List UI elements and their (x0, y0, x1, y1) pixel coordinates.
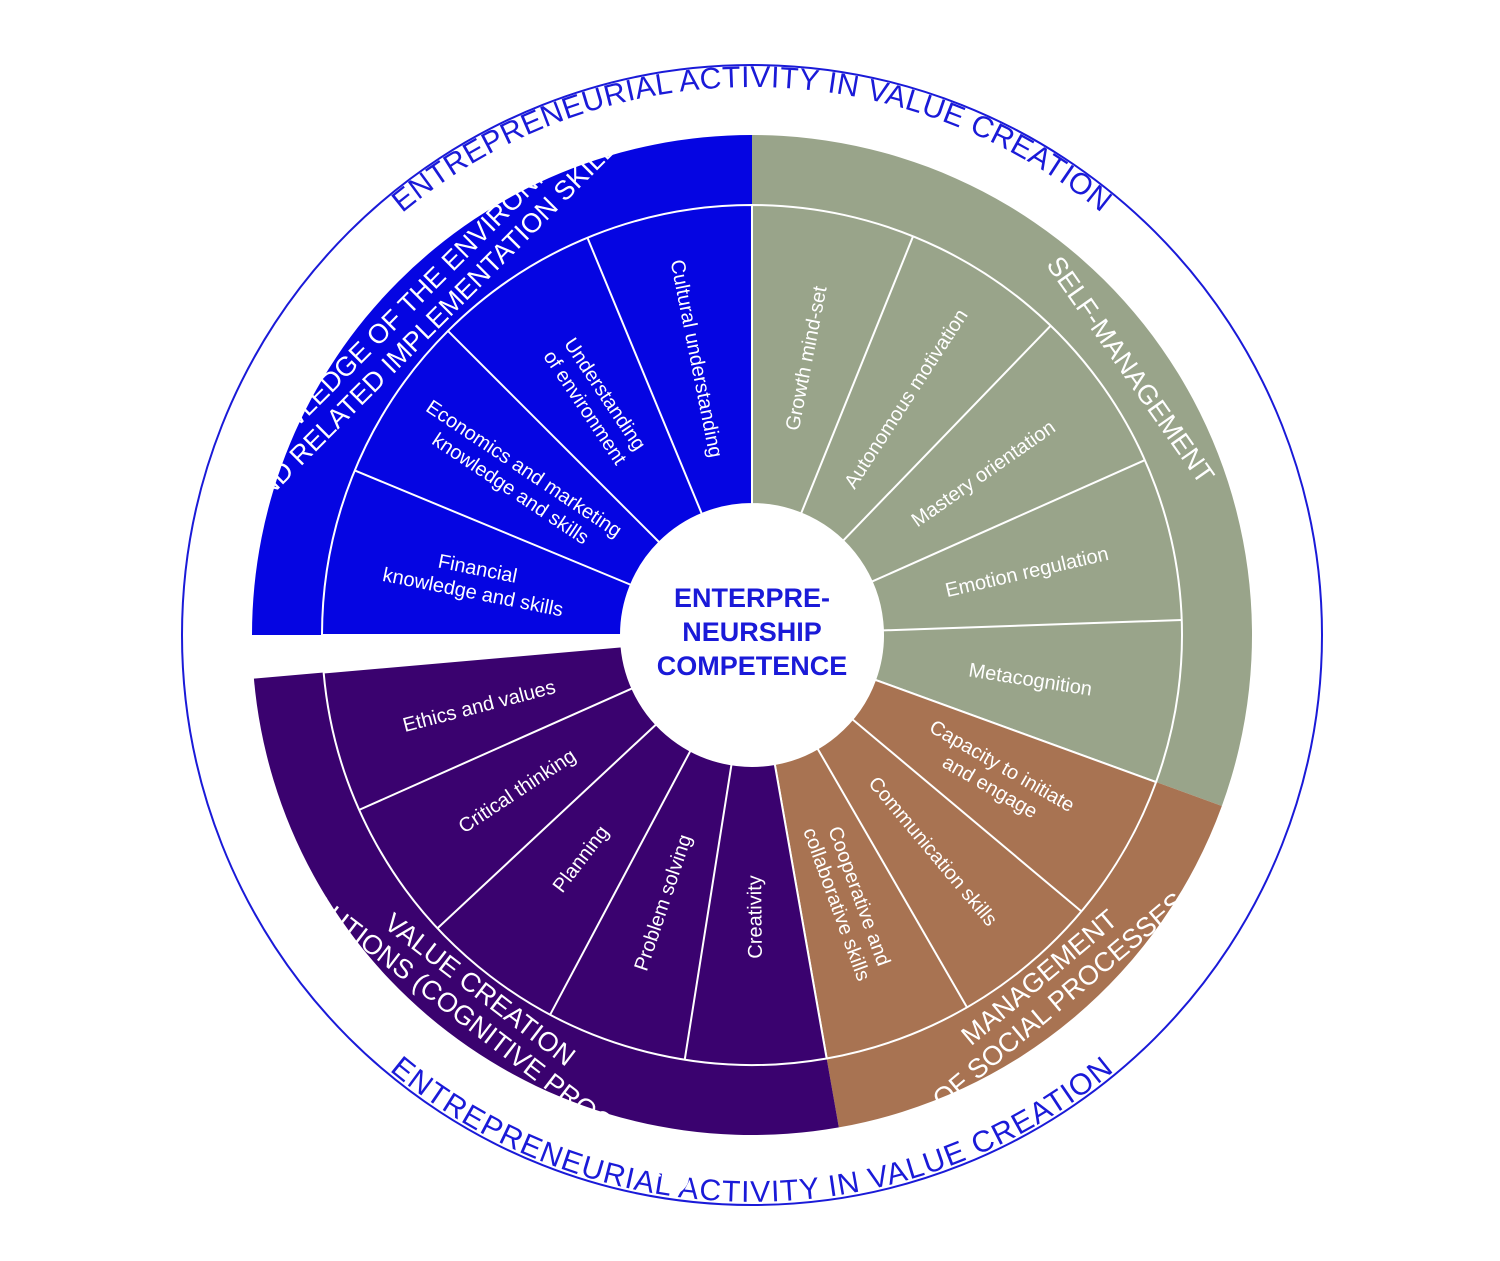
group-social-divider (851, 718, 1083, 913)
group-knowledge-divider (586, 237, 703, 515)
group-self-divider (842, 324, 1052, 542)
group-value-divider (549, 750, 692, 1016)
group-value-divider (436, 723, 657, 929)
center-title-line-0: ENTERPRE- (674, 583, 830, 613)
value-item-0-line-0: Creativity (744, 875, 767, 959)
group-self-band (752, 135, 1253, 807)
center-title-line-2: COMPETENCE (657, 651, 848, 681)
center-title-line-1: NEURSHIP (682, 617, 822, 647)
center-circle (621, 504, 883, 766)
group-value-divider (683, 764, 733, 1060)
group-social-divider (816, 747, 968, 1008)
group-social-band (774, 679, 1222, 1128)
group-self-divider (871, 459, 1146, 583)
center-title: ENTERPRE- NEURSHIP COMPETENCE (657, 583, 848, 681)
center-layer: ENTERPRE- NEURSHIP COMPETENCE (621, 504, 883, 766)
group-self-divider (800, 235, 915, 514)
group-knowledge-divider (447, 330, 661, 544)
group-knowledge-divider (354, 469, 632, 586)
group-self-divider (882, 618, 1182, 632)
group-social-inner-arc (773, 678, 1158, 1060)
outer-ring-circle (181, 64, 1323, 1206)
value-item-0: Creativity (744, 875, 767, 959)
segments-layer (252, 135, 1253, 1135)
group-value-divider (358, 687, 633, 811)
